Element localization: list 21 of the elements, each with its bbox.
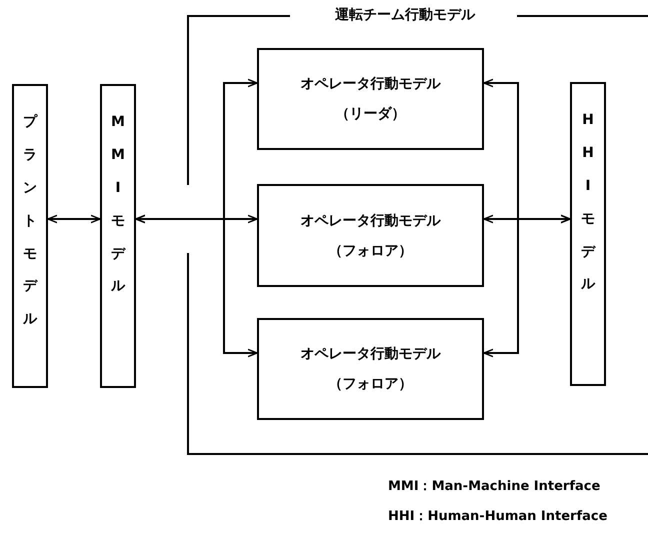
model-box xyxy=(257,184,484,287)
box-label: オペレータ行動モデル xyxy=(300,345,440,363)
frame-heading: 運転チーム行動モデル xyxy=(334,6,476,24)
vertical-label: HHIモデル xyxy=(581,111,595,294)
model-box xyxy=(257,48,484,150)
model-box xyxy=(570,82,606,386)
arrow xyxy=(483,214,571,358)
arrow xyxy=(135,214,258,358)
vertical-label: MMIモデル xyxy=(111,113,125,296)
vertical-label: プラントモデル xyxy=(23,113,37,330)
box-label: オペレータ行動モデル xyxy=(300,212,440,230)
box-label: （フォロア） xyxy=(328,242,412,260)
abbreviation-note: MMI：Man-Machine Interface xyxy=(388,478,602,496)
box-label: オペレータ行動モデル xyxy=(300,75,440,93)
box-label: （リーダ） xyxy=(336,105,406,123)
model-box xyxy=(257,318,484,420)
model-box xyxy=(12,84,48,388)
model-box xyxy=(100,84,136,388)
arrow xyxy=(47,214,101,224)
abbreviation-note: HHI：Human-Human Interface xyxy=(388,508,608,526)
box-label: （フォロア） xyxy=(328,375,412,393)
